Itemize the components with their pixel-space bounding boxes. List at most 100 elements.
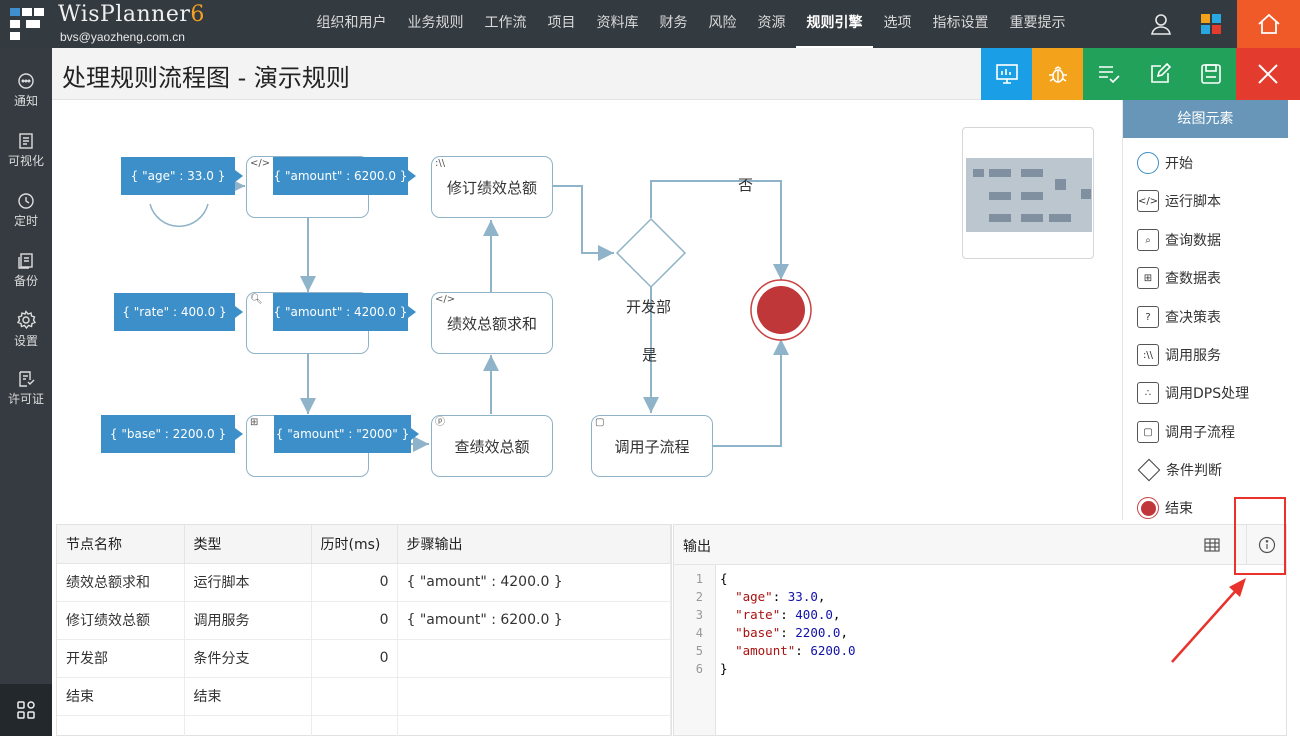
bug-icon <box>1048 66 1067 83</box>
sidebar-label: 通知 <box>13 94 38 108</box>
sidebar-item-settings[interactable]: 设置 <box>0 304 52 362</box>
title-bar: 处理规则流程图 - 演示规则 <box>52 48 1300 100</box>
decision-label: 开发部 <box>626 298 672 316</box>
debug-button[interactable] <box>1032 48 1083 100</box>
node-revise[interactable]: :\\修订绩效总额 <box>431 156 553 218</box>
query-icon: ⌕ <box>1137 229 1159 251</box>
nav-item[interactable]: 工作流 <box>484 15 527 31</box>
code-line: "age": 33.0, <box>735 589 826 604</box>
table-icon: ⊞ <box>250 417 259 428</box>
column-header[interactable]: 节点名称 <box>57 525 185 564</box>
info-button[interactable] <box>1246 525 1286 565</box>
logo-icon <box>10 8 44 40</box>
sidebar-label: 备份 <box>13 274 38 288</box>
palette-item-script[interactable]: </>运行脚本 <box>1137 186 1221 216</box>
sidebar-item-visual[interactable]: 可视化 <box>0 126 52 184</box>
nav-item[interactable]: 资源 <box>757 15 786 31</box>
subflow-icon: ▢ <box>595 417 605 428</box>
apps-icon[interactable] <box>1186 0 1236 48</box>
palette-item-dps[interactable]: ∴调用DPS处理 <box>1137 378 1249 408</box>
nav-item[interactable]: 选项 <box>883 15 912 31</box>
edit-icon <box>1150 63 1171 83</box>
list-button[interactable] <box>1083 48 1134 100</box>
palette-item-end[interactable]: 结束 <box>1137 493 1193 523</box>
nav-item[interactable]: 资料库 <box>596 15 639 31</box>
nav-item[interactable]: 风险 <box>708 15 737 31</box>
close-button[interactable] <box>1236 48 1300 100</box>
nav-item[interactable]: 组织和用户 <box>316 15 387 31</box>
sidebar-item-timer[interactable]: 定时 <box>0 186 52 244</box>
visual-icon <box>19 133 33 149</box>
home-button[interactable] <box>1237 0 1300 48</box>
sidebar-label: 许可证 <box>7 392 44 406</box>
node-subflow[interactable]: ▢调用子流程 <box>591 415 713 477</box>
save-button[interactable] <box>1185 48 1236 100</box>
user-icon[interactable] <box>1136 0 1186 48</box>
service-icon: :\\ <box>1137 344 1159 366</box>
palette-item-start[interactable]: 开始 <box>1137 148 1193 178</box>
script-icon: </> <box>250 158 271 169</box>
column-header[interactable]: 类型 <box>184 525 312 564</box>
palette-item-subflow[interactable]: ▢调用子流程 <box>1137 417 1235 447</box>
result-table: 节点名称 类型 历时(ms) 步骤输出 绩效总额求和运行脚本 0{ "amoun… <box>56 524 672 736</box>
table-icon: ⊞ <box>1137 267 1159 289</box>
table-view-button[interactable] <box>1204 537 1222 553</box>
code-line: { <box>720 571 728 586</box>
column-header[interactable]: 步骤输出 <box>397 525 671 564</box>
tag-amount-2000: { "amount" : "2000" } <box>274 415 419 453</box>
highlight-box <box>1234 497 1286 575</box>
table-row <box>57 715 671 736</box>
edit-button[interactable] <box>1134 48 1185 100</box>
monitor-button[interactable] <box>981 48 1032 100</box>
user-email: bvs@yaozheng.com.cn <box>60 30 185 44</box>
gear-icon <box>16 310 36 330</box>
palette-item-table[interactable]: ⊞查数据表 <box>1137 263 1221 293</box>
table-row[interactable]: 开发部条件分支 0 <box>57 639 671 678</box>
sidebar-item-notify[interactable]: 通知 <box>0 66 52 124</box>
palette-item-query[interactable]: ⌕查询数据 <box>1137 225 1221 255</box>
sidebar-item-backup[interactable]: 备份 <box>0 246 52 304</box>
decision-table-icon: ⓟ <box>435 417 445 428</box>
table-row[interactable]: 绩效总额求和运行脚本 0{ "amount" : 4200.0 } <box>57 563 671 602</box>
output-title: 输出 <box>683 539 711 555</box>
top-nav: 组织和用户 业务规则 工作流 项目 资料库 财务 风险 资源规则引擎选项 指标设置 重要提示 <box>306 0 1076 48</box>
nav-item[interactable]: 规则引擎 <box>796 0 873 48</box>
subflow-icon: ▢ <box>1137 421 1159 443</box>
tag-rate: { "rate" : 400.0 } <box>114 293 243 331</box>
nav-item[interactable]: 财务 <box>659 15 688 31</box>
palette-item-condition[interactable]: 条件判断 <box>1137 455 1222 485</box>
nav-item[interactable]: 项目 <box>547 15 576 31</box>
modules-button[interactable] <box>0 684 52 736</box>
palette-title: 绘图元素 <box>1123 100 1288 138</box>
backup-icon <box>18 253 33 269</box>
code-line: } <box>720 661 728 676</box>
table-row[interactable]: 修订绩效总额调用服务 0{ "amount" : 6200.0 } <box>57 601 671 640</box>
sidebar-item-license[interactable]: 许可证 <box>0 364 52 422</box>
start-circle-icon <box>1137 152 1159 174</box>
output-header: 输出 <box>674 525 1286 565</box>
palette-item-decision-table[interactable]: ?查决策表 <box>1137 302 1221 332</box>
minimap[interactable] <box>962 127 1094 259</box>
flow-connectors <box>149 178 812 452</box>
info-icon <box>1258 536 1275 554</box>
license-icon <box>19 371 35 387</box>
decision-table-icon: ? <box>1137 306 1159 328</box>
code-line: "rate": 400.0, <box>735 607 841 622</box>
brand-name: WisPlanner6 <box>58 2 205 27</box>
nav-item[interactable]: 业务规则 <box>407 15 464 31</box>
table-row[interactable]: 结束结束 <box>57 677 671 716</box>
branch-no-label: 否 <box>738 176 754 194</box>
nav-item[interactable]: 重要提示 <box>1009 15 1066 31</box>
chat-icon <box>18 73 34 89</box>
json-output-editor[interactable]: 1 2 3 4 5 6 { "age": 33.0, "rate": 400.0… <box>674 565 1286 735</box>
palette-item-service[interactable]: :\\调用服务 <box>1137 340 1221 370</box>
code-line: "amount": 6200.0 <box>735 643 856 658</box>
script-icon: </> <box>435 294 456 305</box>
column-header[interactable]: 历时(ms) <box>311 525 398 564</box>
nav-item[interactable]: 指标设置 <box>932 15 989 31</box>
annotation-arrow <box>1171 578 1246 663</box>
node-sum[interactable]: </>绩效总额求和 <box>431 292 553 354</box>
drawing-palette: 绘图元素 开始 </>运行脚本 ⌕查询数据 ⊞查数据表 ?查决策表 :\\调用服… <box>1122 100 1288 520</box>
